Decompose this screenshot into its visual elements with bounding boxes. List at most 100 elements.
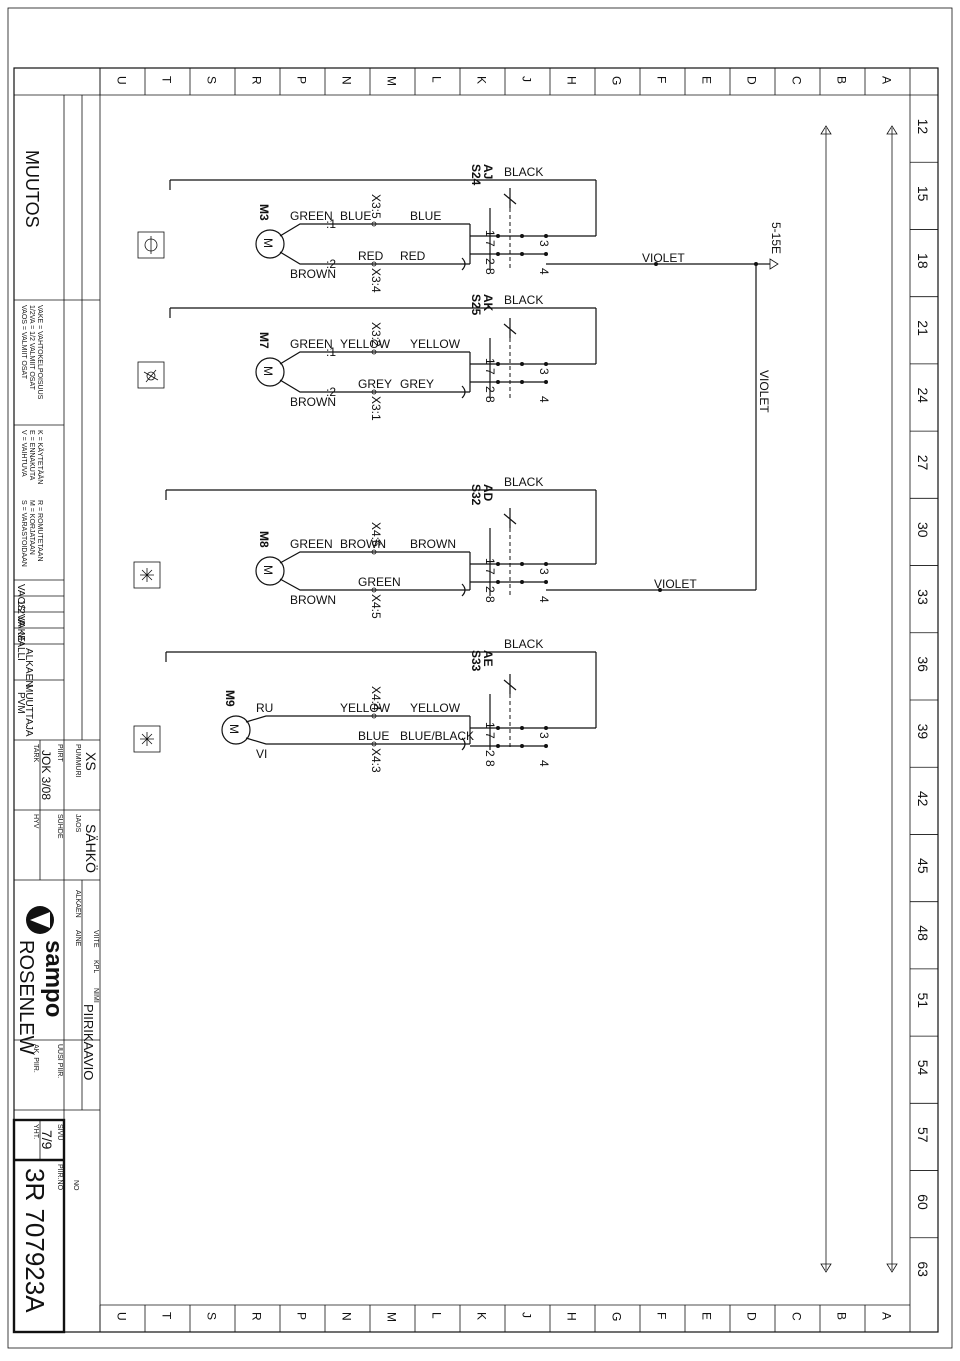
- vaos-label: VAOS: [15, 584, 26, 611]
- wire-bottom: [279, 251, 470, 265]
- contact-4: 4: [537, 268, 551, 275]
- col-number: 21: [915, 320, 931, 336]
- wire-bottom: [279, 578, 470, 591]
- black-label: BLACK: [504, 165, 543, 179]
- row-letter-top: R: [250, 76, 264, 85]
- motor-label: M3: [257, 204, 271, 221]
- black-label: BLACK: [504, 637, 543, 651]
- contact-dot: [496, 726, 500, 730]
- switch-head: [503, 318, 517, 338]
- row-letter-top: L: [430, 76, 444, 83]
- pins-bottom: 2 8: [483, 258, 497, 275]
- connector-bottom: [371, 261, 377, 267]
- col-number: 57: [915, 1127, 931, 1143]
- color-top-a: BLUE: [340, 209, 371, 223]
- color-top-a: BROWN: [340, 537, 386, 551]
- row-letter-bottom: J: [520, 1312, 534, 1318]
- contact-3: 3: [537, 240, 551, 247]
- company-logo: [26, 906, 54, 934]
- violet-label-1: VIOLET: [642, 251, 685, 265]
- ak-piir-label: AK. PIIR.: [32, 1044, 39, 1073]
- x-top-label: X3:2: [369, 322, 383, 347]
- violet-wiring: [546, 258, 779, 592]
- v-legend-1: V = VAIHTUVA: [20, 430, 27, 477]
- v-legend-3: K = KÄYTETÄÄN: [36, 430, 44, 484]
- row-letter-top: K: [475, 76, 489, 84]
- x-top-label: X4:6: [369, 522, 383, 547]
- wire-top-label: GREEN: [290, 537, 333, 551]
- wire-bottom: [279, 379, 470, 393]
- col-number: 48: [915, 925, 931, 941]
- pins-top: 1 7: [483, 558, 497, 575]
- switch-id: S24: [469, 164, 483, 186]
- col-number: 30: [915, 522, 931, 538]
- col-number: 27: [915, 455, 931, 471]
- connector-bottom: [371, 587, 377, 593]
- row-letter-bottom: M: [385, 1312, 399, 1322]
- col-number: 45: [915, 858, 931, 874]
- color-top-b: BLUE: [410, 209, 441, 223]
- half-va-label: 1/2VA: [15, 600, 26, 627]
- row-letter-bottom: P: [295, 1312, 309, 1320]
- col-number: 63: [915, 1261, 931, 1277]
- motor-m: M: [261, 565, 275, 575]
- contact-4: 4: [537, 396, 551, 403]
- viite-label: VIITE: [92, 930, 99, 948]
- col-number: 33: [915, 589, 931, 605]
- wire-bottom-label: BROWN: [290, 593, 336, 607]
- tark-label: TARK: [32, 744, 39, 762]
- col-number: 51: [915, 993, 931, 1009]
- icon-box-3: [133, 561, 161, 589]
- crossover: [461, 716, 471, 751]
- contact-dot: [496, 362, 500, 366]
- row-letter-bottom: T: [160, 1312, 174, 1320]
- switch-head: [503, 188, 517, 208]
- contact-dot: [496, 234, 500, 238]
- company-brand: sampo: [40, 940, 67, 1017]
- switch-label: AD: [481, 484, 495, 502]
- connector-bottom: [371, 389, 377, 395]
- row-letter-bottom: C: [790, 1312, 804, 1321]
- jaos-label: JAOS: [74, 814, 81, 833]
- wire-bottom-label: BROWN: [290, 395, 336, 409]
- col-number: 24: [915, 388, 931, 404]
- contact-3: 3: [537, 368, 551, 375]
- row-letter-top: D: [745, 76, 759, 85]
- icon-box-4: [133, 725, 161, 753]
- contact-4: 4: [537, 596, 551, 603]
- contact-dot: [496, 744, 500, 748]
- fan-icon-2: [140, 732, 154, 746]
- contact-dot: [520, 380, 524, 384]
- alkaen2-label: ALKAEN: [74, 890, 81, 918]
- terminal-1: :1: [326, 217, 336, 231]
- muutos-heading: MUUTOS: [22, 150, 42, 228]
- motor-symbol: [255, 229, 285, 259]
- wire-top-label: GREEN: [290, 337, 333, 351]
- motor-symbol: [221, 715, 251, 745]
- vaos-legend-2: 1/2VA = 1/2 VALMIIT OSAT: [28, 305, 35, 391]
- x-bottom-label: X4:5: [369, 594, 383, 619]
- row-letter-top: S: [205, 76, 219, 84]
- vake-label: VAKE: [15, 616, 26, 642]
- connector-top: [371, 221, 377, 227]
- switch-label: AJ: [481, 164, 495, 179]
- pins-bottom: 2 8: [483, 386, 497, 403]
- terminal-2: :2: [326, 257, 336, 271]
- contact-dot: [520, 362, 524, 366]
- switch-label: AE: [481, 650, 495, 667]
- row-letter-top: E: [700, 76, 714, 84]
- aine-label: AINE: [74, 930, 81, 947]
- piirt-label: PIIRT: [56, 744, 63, 762]
- row-letter-bottom: E: [700, 1312, 714, 1320]
- contact-dot: [496, 380, 500, 384]
- row-letter-top: H: [565, 76, 579, 85]
- outer-border: [7, 7, 953, 1349]
- pins-bottom: 2 8: [483, 586, 497, 603]
- s-legend-1: S = VARASTOIDAAN: [20, 500, 27, 567]
- contact-dot: [496, 562, 500, 566]
- switch-label: AK: [481, 294, 495, 312]
- pins-top: 1 7: [483, 358, 497, 375]
